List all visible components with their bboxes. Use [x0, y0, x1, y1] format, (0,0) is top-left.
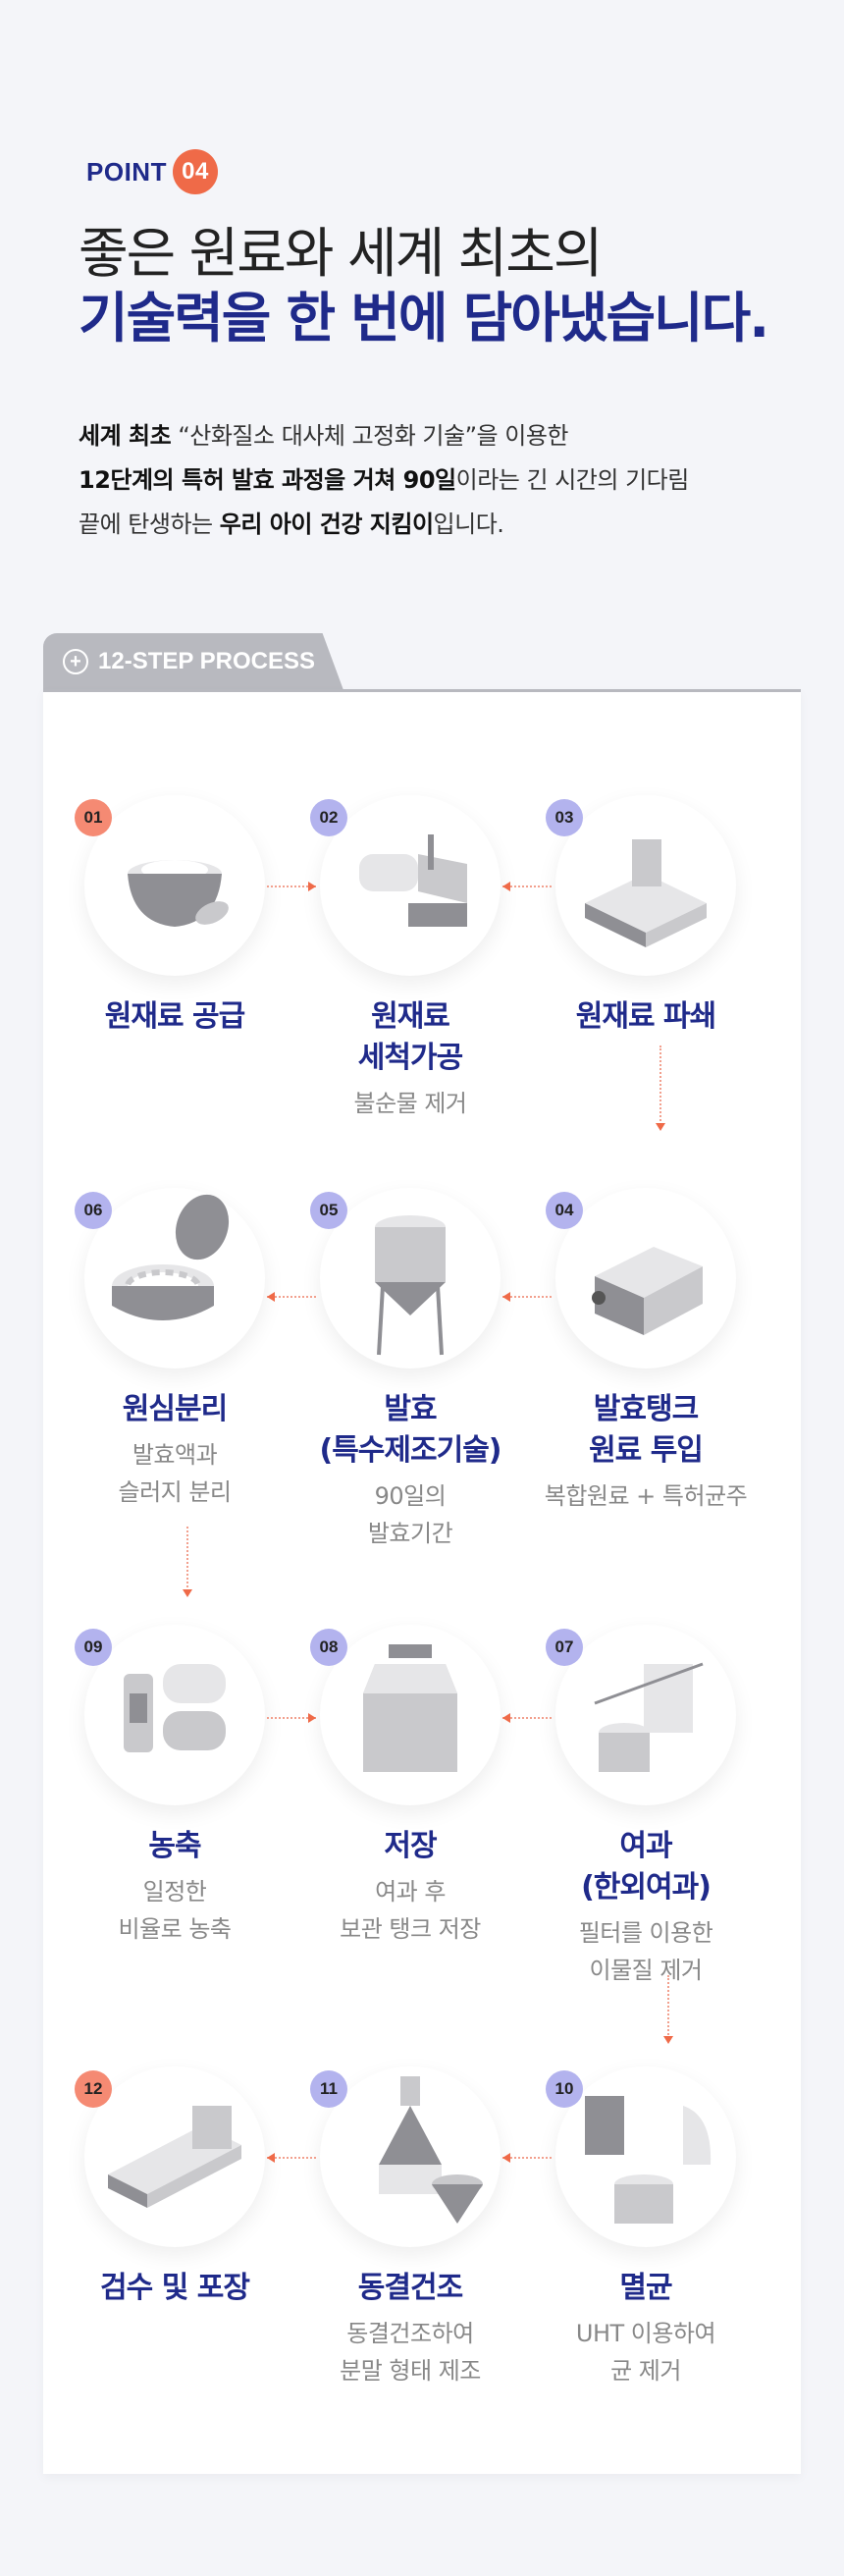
packaging-icon — [84, 2066, 265, 2247]
connector-line — [502, 1296, 552, 1298]
step-number-badge: 09 — [75, 1629, 112, 1666]
crusher-icon — [555, 795, 736, 976]
step-number-badge: 03 — [546, 799, 583, 836]
step-number-badge: 06 — [75, 1192, 112, 1229]
connector-line — [659, 1046, 661, 1129]
step-number-badge: 08 — [310, 1629, 347, 1666]
intro-line2-rest: 이라는 긴 시간의 기다림 — [455, 466, 690, 494]
step-title: 멸균 — [619, 2271, 672, 2305]
arrow-left-icon — [502, 2153, 510, 2163]
connector-line — [267, 1296, 316, 1298]
step-description: 복합원료 + 특허균주 — [544, 1482, 748, 1510]
connector-line — [667, 1975, 669, 2042]
arrow-right-icon — [308, 1713, 316, 1723]
headline-line2: 기술력을 한 번에 담아냈습니다. — [79, 287, 769, 349]
process-tab: + 12-STEP PROCESS — [43, 633, 343, 690]
headline-line1: 좋은 원료와 세계 최초의 — [79, 222, 603, 285]
step-description: 불순물 제거 — [353, 1090, 467, 1117]
step-title: 원재료 파쇄 — [575, 999, 716, 1034]
headline: 좋은 원료와 세계 최초의 기술력을 한 번에 담아냈습니다. — [79, 221, 824, 350]
step-title: 원재료 공급 — [104, 999, 245, 1034]
step-number-badge: 02 — [310, 799, 347, 836]
intro-line3-pre: 끝에 탄생하는 — [79, 510, 220, 538]
intro-line1-rest: “산화질소 대사체 고정화 기술”을 이용한 — [171, 422, 568, 450]
connector-line — [502, 1717, 552, 1719]
arrow-down-icon — [663, 2036, 673, 2044]
arrow-left-icon — [502, 1713, 510, 1723]
step-title: 여과(한외여과) — [581, 1829, 712, 1905]
arrow-down-icon — [656, 1123, 665, 1131]
intro-line1-bold: 세계 최초 — [79, 422, 172, 450]
intro-line2-bold: 12단계의 특허 발효 과정을 거쳐 90일 — [79, 466, 456, 494]
intro-line3-bold: 우리 아이 건강 지킴이 — [219, 510, 434, 538]
step-number-badge: 10 — [546, 2070, 583, 2108]
connector-line — [502, 886, 552, 887]
point-number-badge: 04 — [172, 149, 218, 194]
freeze-dryer-icon — [320, 2066, 501, 2247]
bowl-icon — [84, 795, 265, 976]
step-title: 저장 — [384, 1829, 437, 1863]
intro-text: 세계 최초 “산화질소 대사체 고정화 기술”을 이용한 12단계의 특허 발효… — [79, 414, 805, 547]
step-title: 원심분리 — [122, 1392, 228, 1426]
step-title: 발효(특수제조기술) — [319, 1392, 501, 1468]
sterilizer-icon — [555, 2066, 736, 2247]
concentrator-icon — [84, 1625, 265, 1805]
step-number-badge: 04 — [546, 1192, 583, 1229]
centrifuge-icon — [84, 1188, 265, 1368]
arrow-left-icon — [267, 2153, 275, 2163]
step-title: 동결건조 — [357, 2271, 463, 2305]
point-label: POINT 04 — [86, 149, 218, 194]
washer-icon — [320, 795, 501, 976]
arrow-left-icon — [267, 1292, 275, 1302]
silo-icon — [320, 1188, 501, 1368]
connector-line — [267, 1717, 316, 1719]
process-tab-label: 12-STEP PROCESS — [98, 648, 315, 674]
arrow-left-icon — [502, 882, 510, 891]
arrow-left-icon — [502, 1292, 510, 1302]
step-number-badge: 12 — [75, 2070, 112, 2108]
arrow-right-icon — [308, 882, 316, 891]
storage-tank-icon — [320, 1625, 501, 1805]
plus-circle-icon: + — [63, 649, 88, 674]
point-label-text: POINT — [86, 156, 167, 187]
step-number-badge: 01 — [75, 799, 112, 836]
step-number-badge: 11 — [310, 2070, 347, 2108]
step-title: 검수 및 포장 — [100, 2271, 250, 2305]
step-number-badge: 05 — [310, 1192, 347, 1229]
connector-line — [267, 886, 316, 887]
arrow-down-icon — [183, 1589, 192, 1597]
filter-icon — [555, 1625, 736, 1805]
connector-line — [186, 1527, 188, 1595]
connector-line — [267, 2157, 316, 2159]
intro-line3-post: 입니다. — [433, 510, 504, 538]
step-number-badge: 07 — [546, 1629, 583, 1666]
connector-line — [502, 2157, 552, 2159]
tank-icon — [555, 1188, 736, 1368]
step-title: 농축 — [148, 1829, 201, 1863]
